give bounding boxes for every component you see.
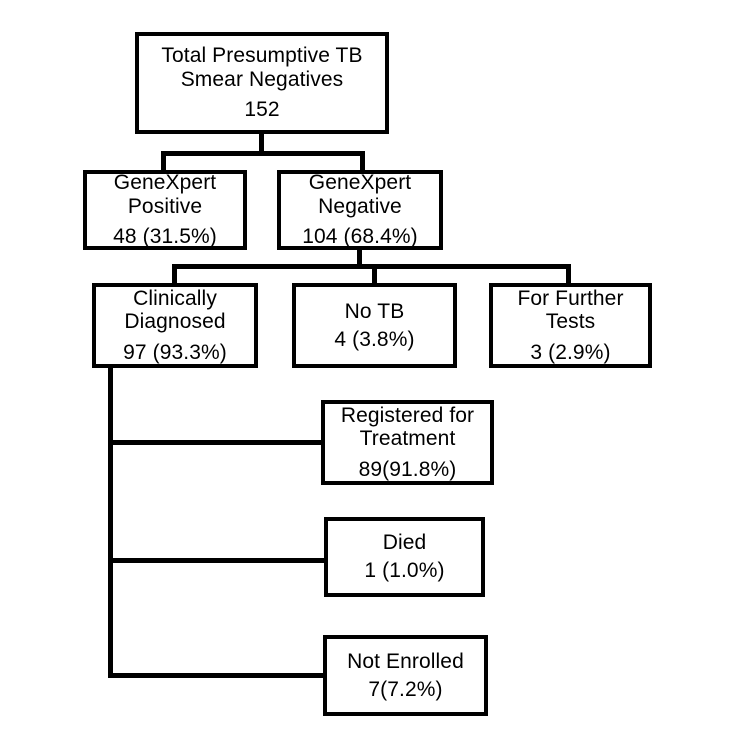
node-count: 1 (1.0%): [364, 559, 445, 582]
connector-drop-genexpert-positive: [161, 151, 166, 172]
connector-drop-clinically-diagnosed: [172, 264, 177, 285]
node-for-further-tests: For Further Tests 3 (2.9%): [489, 283, 652, 368]
connector-branch-registered: [108, 440, 324, 445]
node-count: 152: [244, 98, 280, 122]
node-line-1: Died: [382, 531, 427, 555]
connector-clinical-spine: [108, 366, 113, 678]
node-no-tb: No TB 4 (3.8%): [292, 283, 457, 368]
node-count: 48 (31.5%): [113, 225, 217, 249]
node-line-1: No TB: [344, 299, 405, 323]
node-genexpert-positive: GeneXpert Positive 48 (31.5%): [83, 170, 247, 250]
connector-drop-for-further-tests: [566, 264, 571, 285]
node-total-presumptive-tb-smear-negatives: Total Presumptive TB Smear Negatives 152: [135, 32, 389, 134]
node-clinically-diagnosed: Clinically Diagnosed 97 (93.3%): [92, 283, 258, 368]
node-registered-for-treatment: Registered for Treatment 89(91.8%): [321, 400, 494, 485]
node-genexpert-negative: GeneXpert Negative 104 (68.4%): [277, 170, 443, 250]
connector-drop-no-tb: [372, 264, 377, 285]
node-line-1: Registered for: [340, 403, 475, 427]
node-count: 4 (3.8%): [334, 327, 415, 351]
node-count: 7(7.2%): [368, 677, 443, 701]
node-line-2: Diagnosed: [124, 310, 226, 334]
connector-total-stem: [259, 133, 264, 155]
node-line-1: Not Enrolled: [347, 649, 464, 673]
node-line-2: Tests: [545, 310, 596, 334]
node-line-2: Treatment: [359, 427, 456, 451]
node-died: Died 1 (1.0%): [324, 517, 485, 597]
node-count: 97 (93.3%): [123, 340, 227, 364]
node-line-2: Smear Negatives: [180, 67, 344, 91]
connector-drop-genexpert-negative: [360, 151, 365, 172]
connector-genexpert-bus: [161, 151, 365, 156]
node-line-1: GeneXpert: [113, 171, 217, 195]
node-line-1: Total Presumptive TB: [161, 44, 363, 68]
node-line-1: For Further: [517, 286, 624, 310]
node-count: 3 (2.9%): [530, 340, 611, 364]
node-line-2: Positive: [127, 194, 203, 218]
node-line-2: Negative: [318, 194, 402, 218]
node-line-1: Clinically: [133, 286, 217, 310]
connector-branch-died: [108, 558, 326, 563]
node-not-enrolled: Not Enrolled 7(7.2%): [323, 635, 488, 716]
connector-genexpert-negative-stem: [357, 248, 362, 268]
node-count: 89(91.8%): [358, 457, 457, 481]
node-count: 104 (68.4%): [302, 225, 418, 249]
node-line-1: GeneXpert: [308, 171, 412, 195]
connector-outcome-bus: [172, 264, 571, 269]
connector-branch-not-enrolled: [108, 673, 325, 678]
